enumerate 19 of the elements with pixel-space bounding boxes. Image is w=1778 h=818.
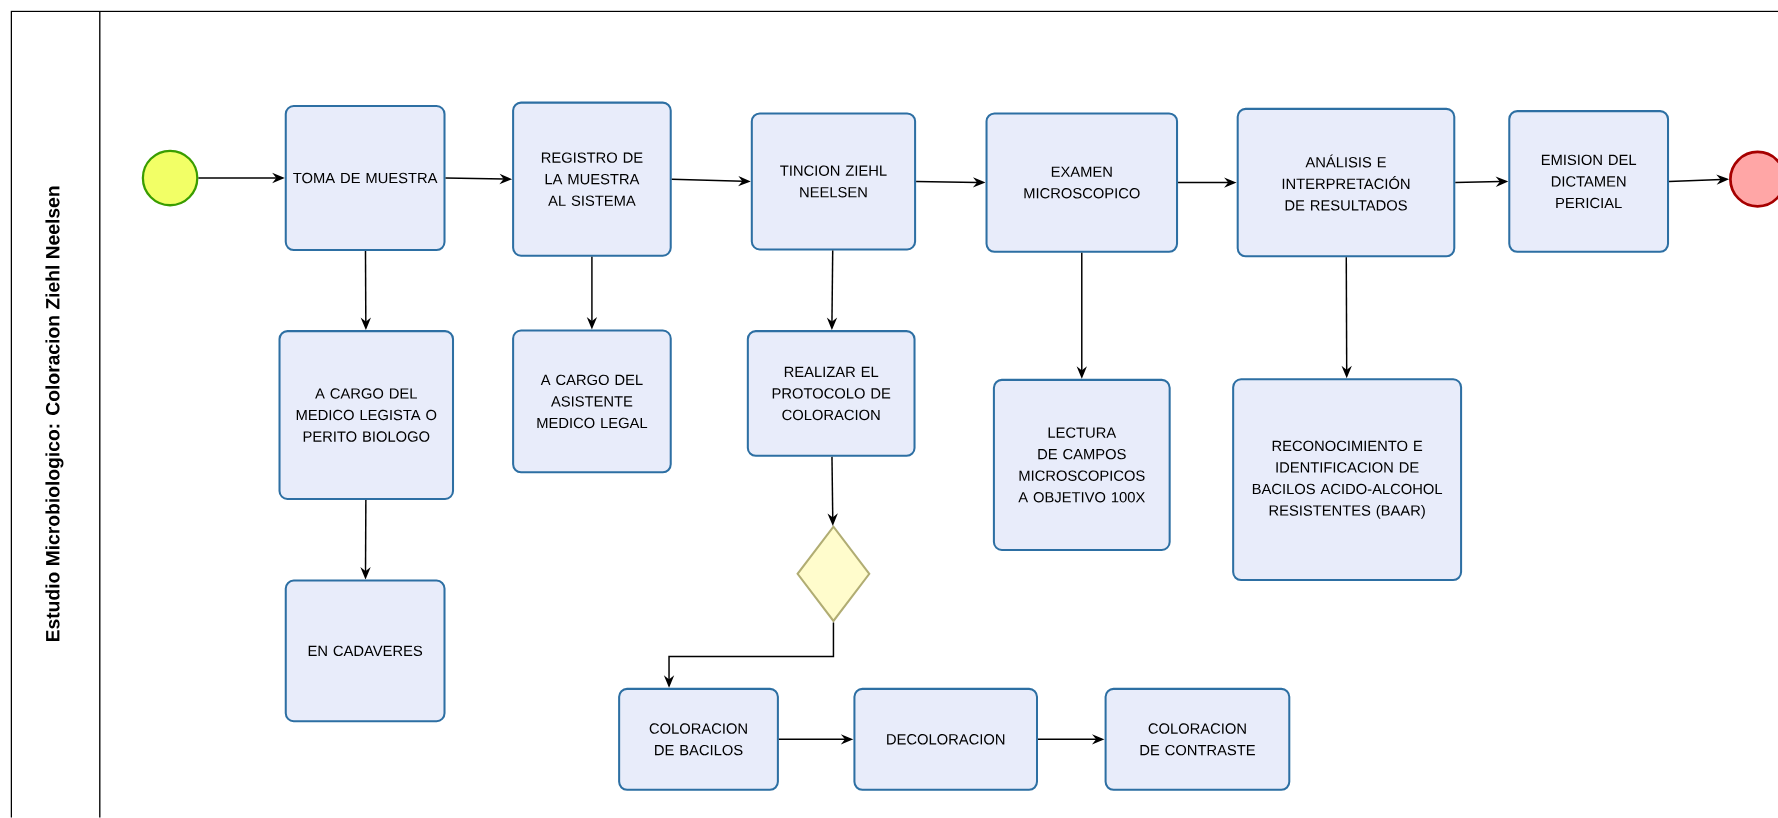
task-box: A CARGO DEL MEDICO LEGISTA O PERITO BIOLOGO: [278, 330, 455, 501]
task-box: EMISION DEL DICTAMEN PERICIAL: [1508, 110, 1670, 253]
end-event-circle: [1729, 150, 1778, 208]
lane-title: Estudio Microbiologico: Coloracion Ziehl Neelsen: [45, 186, 64, 642]
task-box: REGISTRO DE LA MUESTRA AL SISTEMA: [512, 101, 672, 257]
task-box: LECTURA DE CAMPOS MICROSCOPICOS A OBJETIVO 100X: [992, 379, 1171, 552]
task-box: TINCION ZIEHL NEELSEN: [750, 112, 917, 251]
task-box: EXAMEN MICROSCOPICO: [985, 112, 1179, 253]
task-box: TOMA DE MUESTRA: [284, 105, 446, 252]
task-box: ANÁLISIS E INTERPRETACIÓN DE RESULTADOS: [1236, 108, 1456, 258]
task-box: RECONOCIMIENTO E IDENTIFICACION DE BACILOS ACIDO-ALCOHOL RESISTENTES (BAAR): [1232, 378, 1463, 582]
task-box: COLORACION DE BACILOS: [618, 688, 779, 792]
task-box: COLORACION DE CONTRASTE: [1104, 688, 1291, 792]
task-box: REALIZAR EL PROTOCOLO DE COLORACION: [746, 330, 916, 458]
task-box: EN CADAVERES: [284, 579, 446, 723]
gateway-diamond: [796, 525, 871, 623]
task-box: DECOLORACION: [853, 688, 1038, 792]
task-box: A CARGO DEL ASISTENTE MEDICO LEGAL: [512, 329, 672, 474]
start-event-circle: [141, 149, 199, 207]
